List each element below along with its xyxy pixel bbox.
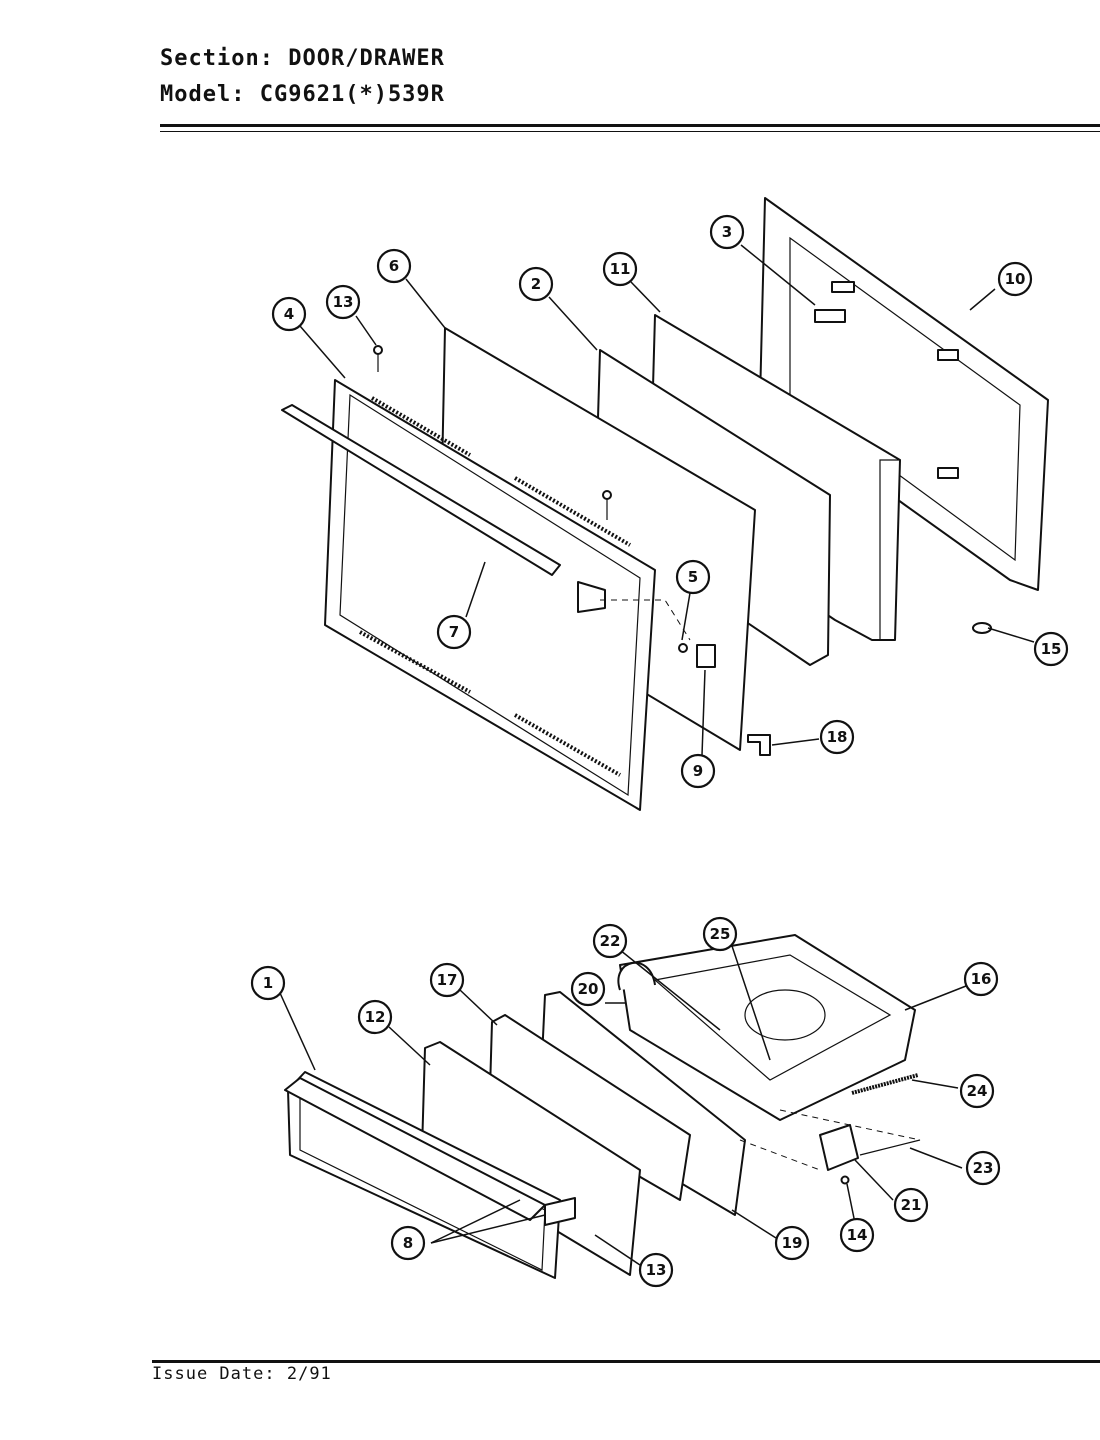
drawer-bracket	[544, 1197, 576, 1226]
callout-21: 21	[893, 1187, 929, 1223]
callout-6: 6	[376, 248, 412, 284]
svg-text:17: 17	[437, 971, 458, 989]
section-heading: Section: DOOR/DRAWER	[160, 46, 445, 71]
callouts: 4 13 6 2 11 3 10 7 5 15 9 18 1 12 17 22 …	[250, 214, 1069, 1288]
svg-text:1: 1	[263, 974, 273, 992]
callout-7: 7	[436, 614, 472, 650]
callout-23: 23	[965, 1150, 1001, 1186]
svg-text:2: 2	[531, 275, 541, 293]
callout-13: 13	[325, 284, 361, 320]
svg-text:4: 4	[284, 305, 294, 323]
svg-text:7: 7	[449, 623, 459, 641]
svg-text:24: 24	[967, 1082, 988, 1100]
door-stop-clip	[747, 734, 771, 756]
door-handle	[281, 404, 561, 576]
callout-24: 24	[959, 1073, 995, 1109]
model-value: CG9621(*)539R	[259, 82, 445, 107]
spring	[851, 1073, 919, 1095]
header-rule-top	[160, 124, 1100, 127]
section-value: DOOR/DRAWER	[288, 46, 445, 71]
svg-text:13: 13	[646, 1261, 667, 1279]
svg-text:12: 12	[365, 1008, 386, 1026]
callout-5: 5	[675, 559, 711, 595]
svg-text:13: 13	[333, 293, 354, 311]
door-screws	[373, 345, 688, 653]
callout-22: 22	[592, 923, 628, 959]
model-label: Model:	[160, 82, 246, 107]
callout-15: 15	[1033, 631, 1069, 667]
hinge-block	[577, 581, 606, 613]
callout-16: 16	[963, 961, 999, 997]
callout-10: 10	[997, 261, 1033, 297]
callout-12: 12	[357, 999, 393, 1035]
issue-date: Issue Date: 2/91	[152, 1364, 332, 1384]
callout-1: 1	[250, 965, 286, 1001]
callout-13-drawer: 13	[638, 1252, 674, 1288]
svg-text:22: 22	[600, 932, 621, 950]
callout-11: 11	[602, 251, 638, 287]
callout-17: 17	[429, 962, 465, 998]
svg-text:8: 8	[403, 1234, 413, 1252]
svg-text:16: 16	[971, 970, 992, 988]
callout-8: 8	[390, 1225, 426, 1261]
header-rule-bottom	[160, 131, 1100, 132]
svg-text:15: 15	[1041, 640, 1062, 658]
section-label: Section:	[160, 46, 274, 71]
drawer-assembly	[284, 934, 921, 1279]
drawer-body	[617, 934, 916, 1121]
svg-text:11: 11	[610, 260, 631, 278]
roller-bracket	[819, 1124, 859, 1171]
callout-20: 20	[570, 971, 606, 1007]
svg-text:18: 18	[827, 728, 848, 746]
callout-14: 14	[839, 1217, 875, 1253]
svg-text:14: 14	[847, 1226, 868, 1244]
callout-9: 9	[680, 753, 716, 789]
svg-text:6: 6	[389, 257, 399, 275]
leader-lines	[279, 244, 1035, 1266]
svg-text:25: 25	[710, 925, 731, 943]
svg-text:3: 3	[722, 223, 732, 241]
issue-date-label: Issue Date:	[152, 1364, 276, 1384]
door-assembly	[281, 197, 1049, 811]
svg-text:23: 23	[973, 1159, 994, 1177]
svg-text:10: 10	[1005, 270, 1026, 288]
footer-rule	[152, 1360, 1100, 1363]
callout-18: 18	[819, 719, 855, 755]
door-label	[696, 644, 716, 668]
svg-text:20: 20	[578, 980, 599, 998]
model-heading: Model: CG9621(*)539R	[160, 82, 445, 107]
callout-4: 4	[271, 296, 307, 332]
svg-text:19: 19	[782, 1234, 803, 1252]
svg-text:9: 9	[693, 762, 703, 780]
callout-2: 2	[518, 266, 554, 302]
drawer-screw	[840, 1175, 850, 1185]
svg-text:21: 21	[901, 1196, 922, 1214]
rod	[859, 1139, 921, 1156]
callout-19: 19	[774, 1225, 810, 1261]
callout-3: 3	[709, 214, 745, 250]
svg-text:5: 5	[688, 568, 698, 586]
issue-date-value: 2/91	[286, 1364, 332, 1384]
callout-25: 25	[702, 916, 738, 952]
door-clip	[972, 622, 992, 634]
